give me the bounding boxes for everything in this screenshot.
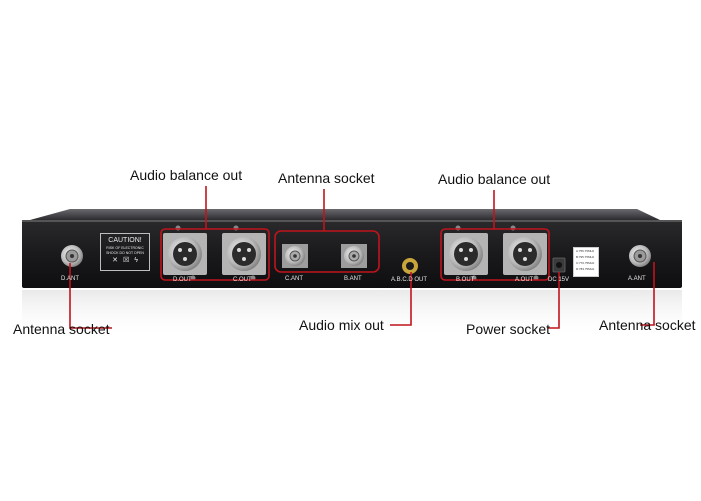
callout-audio-mix-out: Audio mix out <box>299 317 384 333</box>
label-dc: DC 15V <box>548 277 570 283</box>
chassis-reflection <box>22 290 682 340</box>
chassis-top <box>30 209 660 220</box>
label-d-ant: D.ANT <box>61 276 79 282</box>
callout-line-mix-out <box>390 272 412 326</box>
b-ant-connector <box>341 244 367 268</box>
freq-c: C:770.75MHz <box>576 261 595 265</box>
caution-line-2: SHOCK DO NOT OPEN <box>106 251 144 255</box>
lightning-icon: ϟ <box>134 257 138 264</box>
label-b-out: B.OUT <box>456 277 475 283</box>
caution-icons: ✕ ☒ ϟ <box>101 257 149 265</box>
group-box-left-xlr <box>160 228 270 281</box>
no-open-icon: ☒ <box>122 257 130 264</box>
callout-line-antenna-right <box>640 262 655 326</box>
label-mix-out: A.B.C.D OUT <box>391 277 428 283</box>
label-d-out: D.OUT <box>173 277 192 283</box>
mix-out-jack <box>402 258 418 274</box>
callout-audio-balance-out-left: Audio balance out <box>130 167 243 183</box>
dc-socket <box>552 257 566 273</box>
b-out-xlr <box>444 225 488 281</box>
label-c-ant: C.ANT <box>285 276 303 282</box>
caution-line-1: RISK OF ELECTRONIC <box>106 246 144 250</box>
freq-a: A:756.75MHz <box>576 249 595 253</box>
callout-line-antenna-left <box>69 263 112 329</box>
c-ant-connector <box>282 244 308 268</box>
caution-title: CAUTION! <box>108 237 142 244</box>
callout-audio-balance-out-right: Audio balance out <box>438 171 551 187</box>
callout-line-power <box>548 272 560 329</box>
callout-power-socket: Power socket <box>466 321 551 337</box>
caution-plate: CAUTION! RISK OF ELECTRONIC SHOCK DO NOT… <box>100 233 150 271</box>
frequency-label: A:756.75MHz B:795.75MHz C:770.75MHz D:78… <box>573 247 599 277</box>
group-box-antenna <box>274 230 380 273</box>
callout-antenna-socket-top: Antenna socket <box>278 170 375 186</box>
c-out-xlr <box>222 225 266 281</box>
callout-antenna-socket-right: Antenna socket <box>599 317 696 333</box>
group-box-right-xlr <box>440 228 550 281</box>
label-b-ant: B.ANT <box>344 276 362 282</box>
a-out-xlr <box>503 225 547 281</box>
wrench-icon: ✕ <box>112 257 118 264</box>
freq-d: D:783.75MHz <box>576 267 595 271</box>
callout-antenna-socket-left: Antenna socket <box>13 321 110 337</box>
label-c-out: C.OUT <box>233 277 252 283</box>
label-a-ant: A.ANT <box>628 276 646 282</box>
a-ant-connector <box>629 245 651 267</box>
d-ant-connector <box>61 245 83 267</box>
label-a-out: A.OUT <box>515 277 534 283</box>
d-out-xlr <box>163 225 207 281</box>
freq-b: B:795.75MHz <box>576 255 595 259</box>
